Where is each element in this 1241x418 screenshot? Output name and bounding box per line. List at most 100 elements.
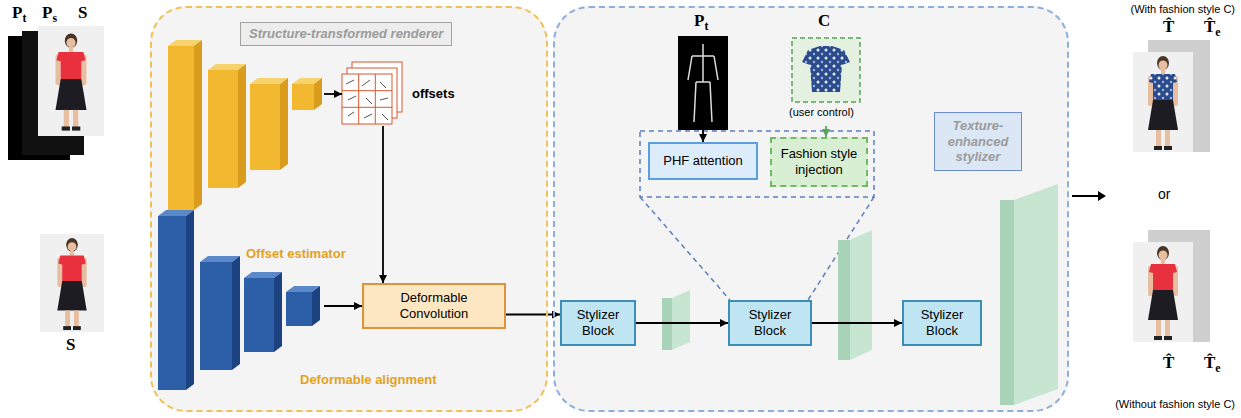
alignment-encoder bbox=[232, 256, 240, 370]
offset-encoder bbox=[250, 84, 280, 170]
source-image bbox=[40, 234, 104, 332]
output-arrow bbox=[1098, 191, 1106, 201]
offset-grid bbox=[346, 80, 388, 120]
offset-encoder bbox=[314, 78, 322, 110]
offset-grid bbox=[342, 62, 402, 124]
alignment-encoder bbox=[158, 216, 186, 390]
offset-encoder bbox=[292, 84, 314, 110]
pose-map bbox=[678, 36, 728, 130]
garment-image bbox=[792, 38, 860, 102]
offset-grid bbox=[342, 74, 392, 124]
input-stack bbox=[38, 26, 104, 136]
process-box: Deformable Convolution bbox=[362, 283, 506, 329]
offset-encoder bbox=[168, 46, 194, 210]
region-title: Texture-enhanced stylizer bbox=[934, 112, 1022, 171]
box-text: Stylizer Block bbox=[566, 307, 630, 338]
flow-arrow bbox=[825, 126, 827, 137]
feature-map bbox=[672, 290, 690, 350]
output-arrow bbox=[1072, 195, 1099, 197]
feature-map bbox=[850, 230, 872, 360]
offset-encoder bbox=[280, 78, 288, 170]
process-box: Stylizer Block bbox=[902, 300, 982, 346]
panel-ground bbox=[150, 6, 1069, 412]
math-symbol: Pt bbox=[12, 4, 26, 25]
subscript: e bbox=[1215, 25, 1220, 39]
offset-encoder bbox=[194, 40, 202, 210]
offset-encoder bbox=[168, 40, 322, 210]
caption-note: (user control) bbox=[789, 106, 854, 119]
offset-grid: offsets bbox=[342, 62, 404, 126]
input-stack bbox=[40, 29, 102, 132]
alignment-encoder bbox=[286, 292, 312, 326]
zoom-outline bbox=[640, 131, 874, 197]
feature-map bbox=[838, 240, 850, 360]
math-symbol: Ps bbox=[42, 4, 57, 25]
panel-ground bbox=[553, 6, 1069, 412]
feature-map bbox=[662, 184, 1058, 405]
flow-arrow bbox=[636, 322, 728, 324]
connector-word: or bbox=[1158, 186, 1170, 203]
alignment-encoder bbox=[312, 286, 320, 326]
feature-map bbox=[662, 298, 672, 350]
output-image bbox=[1133, 52, 1193, 152]
output-arrow bbox=[1072, 191, 1106, 201]
region-title: Structure-transformed renderer bbox=[240, 22, 452, 46]
output-image bbox=[1133, 40, 1210, 342]
flow-arrow bbox=[506, 314, 560, 316]
math-symbol: S bbox=[78, 4, 87, 23]
flow-arrow bbox=[382, 126, 384, 283]
encoder-name: Deformable alignment bbox=[300, 372, 437, 388]
math-symbol: T̂e bbox=[1204, 354, 1221, 375]
grid-name: offsets bbox=[412, 86, 455, 102]
offset-encoder bbox=[208, 70, 238, 188]
caption-note: (Without fashion style C) bbox=[1115, 398, 1235, 411]
math-symbol: T̂ bbox=[1163, 18, 1174, 37]
alignment-encoder bbox=[158, 210, 320, 390]
input-stack bbox=[8, 26, 104, 160]
flow-arrow bbox=[324, 305, 362, 307]
region-panel: Structure-transformed rendererOffset est… bbox=[150, 6, 548, 412]
box-text: Deformable Convolution bbox=[368, 290, 500, 321]
pose-map bbox=[678, 36, 728, 130]
box-text: Stylizer Block bbox=[734, 307, 806, 338]
math-symbol: Pt bbox=[694, 12, 708, 33]
garment-image bbox=[802, 46, 850, 92]
pose-map bbox=[688, 44, 718, 122]
math-symbol: S bbox=[66, 336, 75, 355]
math-symbol: T̂ bbox=[1163, 354, 1174, 373]
alignment-encoder bbox=[274, 272, 282, 352]
math-symbol: C bbox=[818, 12, 830, 31]
source-image bbox=[43, 234, 102, 332]
box-text: PHF attention bbox=[663, 153, 743, 169]
encoder: Deformable alignment bbox=[156, 210, 324, 392]
process-box: Stylizer Block bbox=[560, 300, 636, 346]
alignment-encoder bbox=[186, 210, 194, 390]
garment-image bbox=[792, 38, 860, 102]
process-box: PHF attention bbox=[648, 142, 758, 180]
flow-arrow bbox=[812, 322, 902, 324]
subscript: e bbox=[1215, 361, 1220, 375]
garment-input: C(user control) bbox=[786, 36, 866, 126]
region-panel: Texture-enhanced stylizerPtC(user contro… bbox=[553, 6, 1069, 412]
box-text: Stylizer Block bbox=[908, 307, 976, 338]
alignment-encoder bbox=[244, 278, 274, 352]
encoder: Offset estimator bbox=[166, 36, 324, 214]
alignment-encoder bbox=[200, 262, 232, 370]
flow-arrow bbox=[702, 130, 704, 142]
process-box: Stylizer Block bbox=[728, 300, 812, 346]
subscript: t bbox=[22, 11, 26, 25]
feature-map bbox=[1014, 184, 1058, 405]
caption-note: (With fashion style C) bbox=[1130, 3, 1235, 16]
panel-ground bbox=[150, 6, 548, 412]
offset-encoder bbox=[238, 64, 246, 188]
box-text: Fashion style injection bbox=[776, 146, 862, 177]
source-image bbox=[40, 234, 104, 332]
feature-map bbox=[1000, 200, 1014, 405]
process-box: Fashion style injection bbox=[770, 137, 868, 187]
subscript: t bbox=[704, 19, 708, 33]
math-symbol: T̂e bbox=[1204, 18, 1221, 39]
subscript: s bbox=[52, 11, 57, 25]
